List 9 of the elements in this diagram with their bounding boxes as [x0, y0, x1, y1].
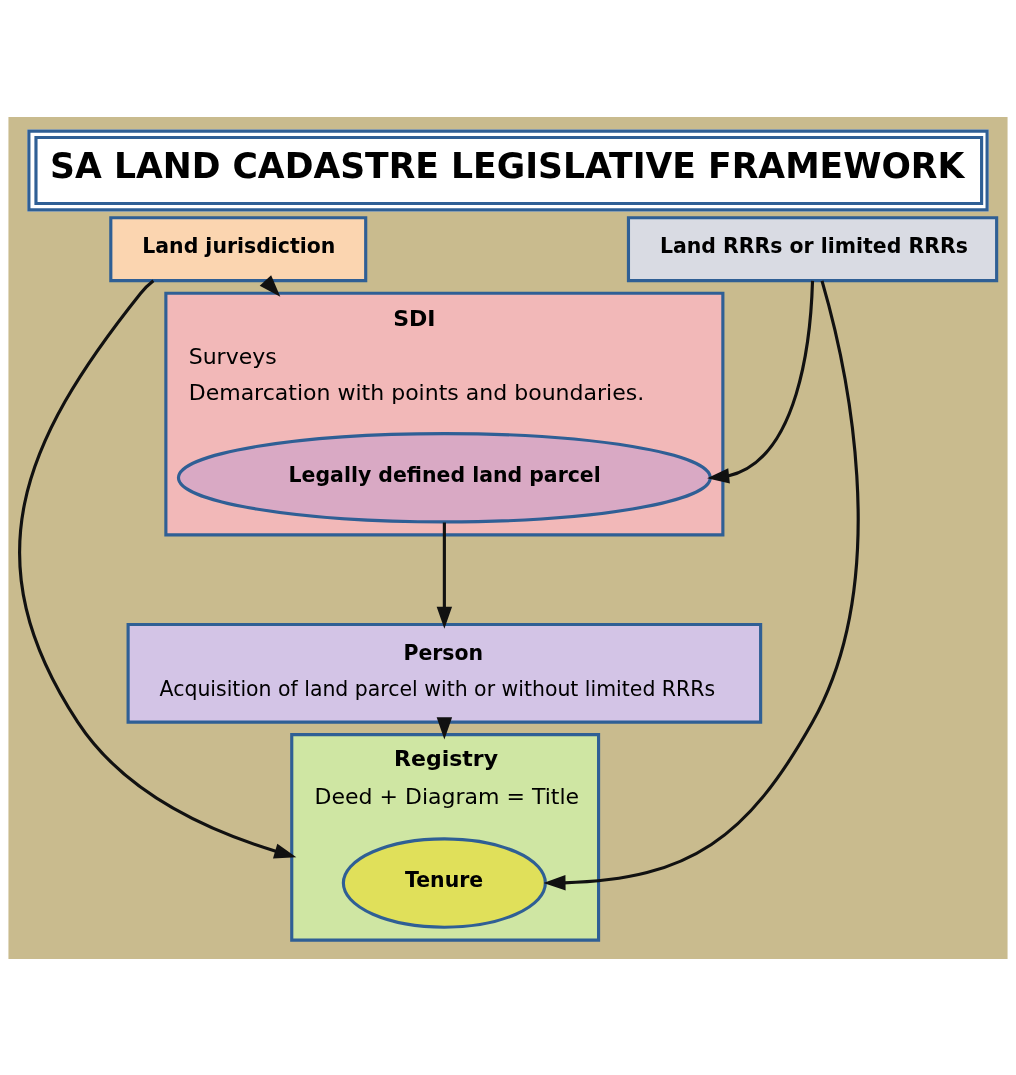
diagram-title: SA LAND CADASTRE LEGISLATIVE FRAMEWORK: [50, 145, 965, 186]
arrow: [543, 279, 860, 891]
arrow: [707, 280, 815, 484]
node-ellipse: Legally defined land parcel: [176, 431, 712, 523]
arrow: [436, 522, 453, 629]
node-box: Land RRRs or limited RRRs: [626, 215, 999, 282]
node-ellipse: Tenure: [341, 836, 547, 929]
arrow: [436, 716, 453, 739]
arrow: [259, 274, 281, 297]
